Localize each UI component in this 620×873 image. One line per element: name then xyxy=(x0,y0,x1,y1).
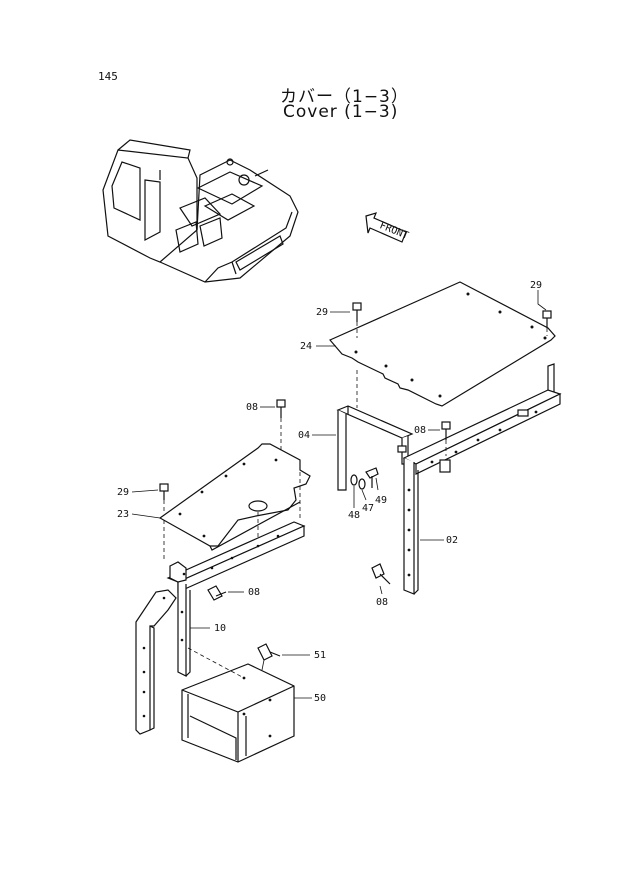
bracket-left xyxy=(135,589,177,735)
excavator-overview xyxy=(102,139,299,283)
bolt-29-left xyxy=(159,483,169,512)
callout-02: 02 xyxy=(446,535,458,546)
hardware-48-47-49 xyxy=(350,467,379,508)
bolt-29-top-left xyxy=(352,302,362,338)
callout-08-upper-left: 08 xyxy=(246,402,258,413)
bolt-08-mid-right xyxy=(441,421,451,456)
leader-lines xyxy=(131,290,547,699)
callout-04: 04 xyxy=(298,430,310,441)
callout-51: 51 xyxy=(314,650,326,661)
front-arrow-icon: FRONT xyxy=(365,212,410,243)
callout-48: 48 xyxy=(348,510,360,521)
frame-10 xyxy=(166,472,306,677)
callout-29-left: 29 xyxy=(117,487,129,498)
callout-08-lower-right: 08 xyxy=(376,597,388,608)
title-english: Cover (1−3) xyxy=(283,102,399,122)
frame-02 xyxy=(402,363,562,595)
callout-10: 10 xyxy=(214,623,226,634)
callout-24: 24 xyxy=(300,341,312,352)
bolt-08-lower-right xyxy=(371,563,391,585)
bolt-51 xyxy=(257,643,281,671)
callout-08-mid-right: 08 xyxy=(414,425,426,436)
bolt-08-lower-left xyxy=(207,585,227,601)
callout-29-top-left: 29 xyxy=(316,307,328,318)
title-japanese: カバー（1−3） xyxy=(280,87,409,107)
box-cover-50 xyxy=(181,647,295,763)
callout-29-top-right: 29 xyxy=(530,280,542,291)
callout-08-lower-left: 08 xyxy=(248,587,260,598)
page-number: 145 xyxy=(98,70,118,83)
bolt-29-top-right xyxy=(542,310,552,336)
callout-23: 23 xyxy=(117,509,129,520)
callout-50: 50 xyxy=(314,693,326,704)
frame-04 xyxy=(336,370,414,491)
cover-plate-24 xyxy=(329,281,556,407)
callout-49: 49 xyxy=(375,495,387,506)
callout-47: 47 xyxy=(362,503,374,514)
